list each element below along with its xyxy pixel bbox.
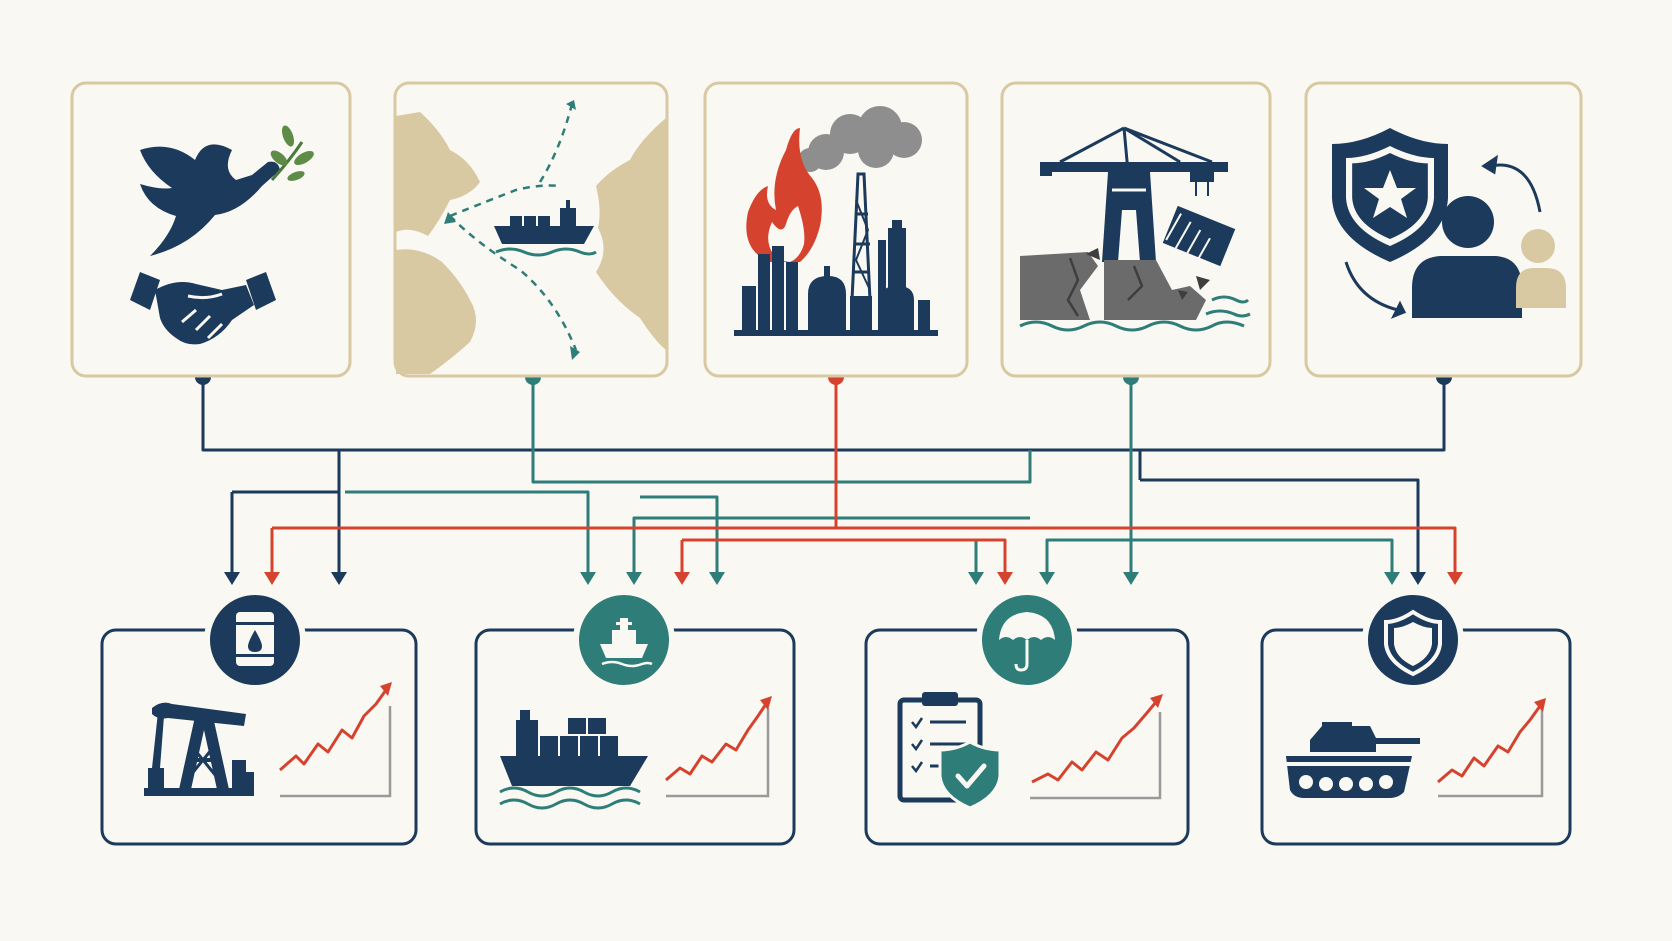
handshake-icon bbox=[130, 272, 276, 345]
security-shield-icon bbox=[1332, 128, 1448, 262]
arrow-navy-oil-1 bbox=[224, 572, 240, 585]
connector-peace-to-bus bbox=[201, 377, 1446, 452]
navy-connectors bbox=[201, 377, 1446, 572]
water-waves-icon bbox=[1019, 295, 1251, 332]
shipping-trend-chart bbox=[665, 696, 772, 798]
oil-pumpjack-icon bbox=[144, 702, 254, 796]
shipping-trend-arrowhead bbox=[760, 696, 772, 710]
insurance-trend-chart bbox=[1030, 694, 1163, 800]
effect-box-oil bbox=[100, 589, 418, 846]
arrow-teal-ship-3 bbox=[709, 572, 725, 585]
defense-trend-arrowhead bbox=[1534, 698, 1546, 712]
arrow-teal-def bbox=[1384, 572, 1400, 585]
person-icon bbox=[1412, 196, 1566, 318]
arrow-teal-ins-3 bbox=[1123, 572, 1139, 585]
cause-box-security bbox=[1304, 81, 1583, 378]
connector-teal-to-insurance-a bbox=[1045, 538, 1131, 572]
oil-barrel-icon bbox=[236, 612, 274, 666]
insurance-trend-arrowhead bbox=[1150, 694, 1163, 708]
effect-boxes bbox=[100, 589, 1572, 846]
cause-box-port bbox=[1000, 81, 1272, 378]
cause-box-refinery bbox=[703, 81, 969, 378]
effect-box-insurance bbox=[864, 589, 1190, 846]
shield-icon bbox=[1384, 609, 1442, 677]
falling-container-icon bbox=[1162, 205, 1236, 267]
connector-teal-to-shipping-c bbox=[640, 495, 719, 572]
defense-trend-chart bbox=[1437, 698, 1546, 798]
arrow-red-oil bbox=[264, 572, 280, 585]
route-ship-icon bbox=[494, 200, 594, 244]
arrow-teal-ins-2 bbox=[1039, 572, 1055, 585]
ship-icon bbox=[600, 618, 653, 668]
rotate-arrows-icon bbox=[1344, 154, 1542, 319]
refinery-icon bbox=[734, 172, 938, 336]
defense-trend-line bbox=[1437, 705, 1542, 784]
defense-trend-axis bbox=[1438, 708, 1544, 798]
insurance-trend-line bbox=[1031, 701, 1158, 784]
teal-connectors bbox=[345, 377, 1394, 572]
oil-trend-chart bbox=[279, 682, 392, 798]
connector-shipping-route bbox=[531, 377, 1032, 484]
insurance-check-shield-icon bbox=[938, 740, 1002, 810]
insurance-trend-axis bbox=[1030, 712, 1162, 800]
umbrella-icon bbox=[999, 612, 1055, 672]
tank-icon bbox=[1286, 722, 1420, 798]
connector-red-bus bbox=[272, 526, 1457, 572]
arrowheads bbox=[224, 572, 1463, 585]
connector-teal-to-shipping-a bbox=[345, 490, 590, 572]
effect-box-defense bbox=[1260, 589, 1572, 846]
shipping-route-map-icon bbox=[396, 100, 666, 374]
effect-box-shipping bbox=[474, 589, 796, 846]
arrow-teal-ins-1 bbox=[968, 572, 984, 585]
connector-navy-to-defense bbox=[1140, 478, 1420, 572]
arrow-red-ship bbox=[674, 572, 690, 585]
cargo-ship-waves bbox=[499, 786, 641, 810]
shipping-trend-axis bbox=[666, 708, 770, 798]
oil-trend-line bbox=[279, 689, 388, 772]
olive-branch-icon bbox=[270, 125, 314, 182]
red-connectors bbox=[270, 377, 1457, 572]
cause-box-route bbox=[393, 81, 669, 378]
cargo-ship-icon bbox=[500, 710, 648, 786]
smoke-cloud-icon bbox=[798, 106, 922, 172]
arrow-navy-oil-2 bbox=[331, 572, 347, 585]
arrow-teal-ship-1 bbox=[580, 572, 596, 585]
connector-red-to-shipping bbox=[682, 538, 1007, 572]
collapsed-pier-icon bbox=[1020, 248, 1210, 320]
oil-trend-arrowhead bbox=[380, 682, 392, 696]
connector-teal-to-shipping-b bbox=[632, 516, 1030, 572]
arrow-red-ins bbox=[997, 572, 1013, 585]
oil-trend-axis bbox=[280, 706, 392, 798]
cause-boxes bbox=[70, 81, 1583, 378]
arrow-red-def bbox=[1447, 572, 1463, 585]
shipping-trend-line bbox=[665, 703, 768, 782]
arrow-teal-ship-2 bbox=[626, 572, 642, 585]
cause-box-peace bbox=[70, 81, 352, 378]
connector-lines bbox=[201, 377, 1457, 572]
peace-dove-icon bbox=[140, 144, 280, 256]
port-crane-icon bbox=[1040, 126, 1228, 262]
arrow-navy-def bbox=[1410, 572, 1426, 585]
connector-teal-to-insurance-b bbox=[1131, 538, 1394, 572]
